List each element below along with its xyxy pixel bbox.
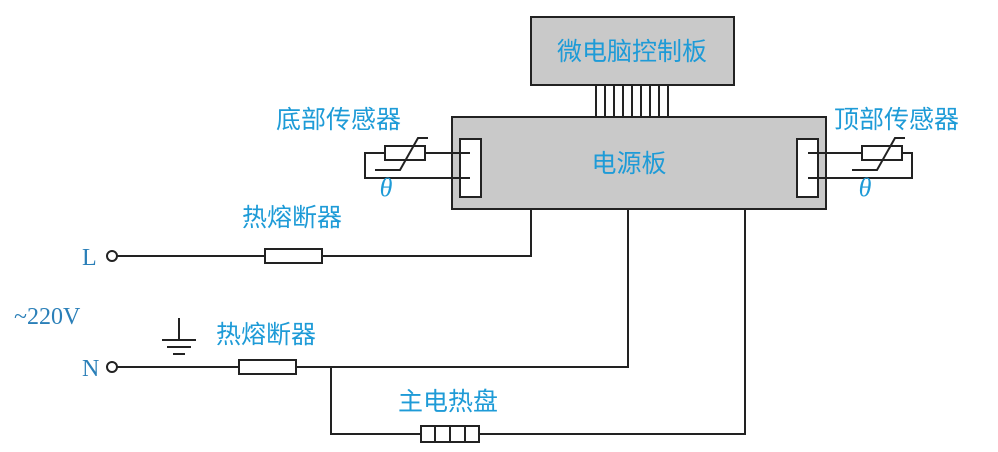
fuse-neutral-label: 热熔断器: [216, 320, 316, 349]
bottom-sensor-theta: θ: [380, 173, 393, 202]
power-board-box: [451, 116, 827, 210]
top-thermistor: [861, 145, 903, 161]
ground-symbol: [162, 318, 196, 355]
bottom-thermistor-slash: [375, 137, 428, 171]
main-heater-label: 主电热盘: [398, 387, 498, 416]
bottom-sensor: 底部传感器 θ: [276, 105, 470, 202]
bottom-thermistor: [384, 145, 426, 161]
live-terminal: [106, 250, 118, 262]
live-line: 热熔断器 L: [82, 203, 532, 271]
microcomputer-board-box: [530, 16, 735, 86]
top-sensor-label: 顶部传感器: [834, 105, 959, 134]
top-sensor-wires: [808, 152, 913, 179]
top-thermistor-slash: [852, 137, 905, 171]
fuse-live-label: 热熔断器: [242, 203, 342, 232]
live-wire: [117, 209, 532, 257]
supply-label: ~220V: [14, 304, 81, 330]
bottom-sensor-label: 底部传感器: [276, 105, 401, 134]
top-sensor-theta: θ: [859, 173, 872, 202]
power-board: 电源板: [451, 116, 827, 210]
neutral-line: 热熔断器 N: [82, 209, 629, 382]
bottom-sensor-wires: [364, 152, 470, 179]
top-sensor: 顶部传感器 θ: [808, 105, 959, 202]
power-board-label: 电源板: [591, 149, 666, 178]
neutral-terminal: [106, 361, 118, 373]
main-heater-wire: [330, 209, 746, 435]
neutral-wire: [117, 209, 629, 368]
microcomputer-board: 微电脑控制板: [530, 16, 735, 86]
ribbon-connector: [595, 85, 669, 117]
microcomputer-board-label: 微电脑控制板: [557, 37, 707, 66]
fuse-neutral: [238, 359, 297, 375]
main-heater: 主电热盘: [330, 209, 746, 443]
live-terminal-label: L: [82, 245, 97, 271]
bottom-sensor-socket: [459, 138, 482, 198]
neutral-terminal-label: N: [82, 356, 99, 382]
fuse-live: [264, 248, 323, 264]
top-sensor-socket: [796, 138, 819, 198]
